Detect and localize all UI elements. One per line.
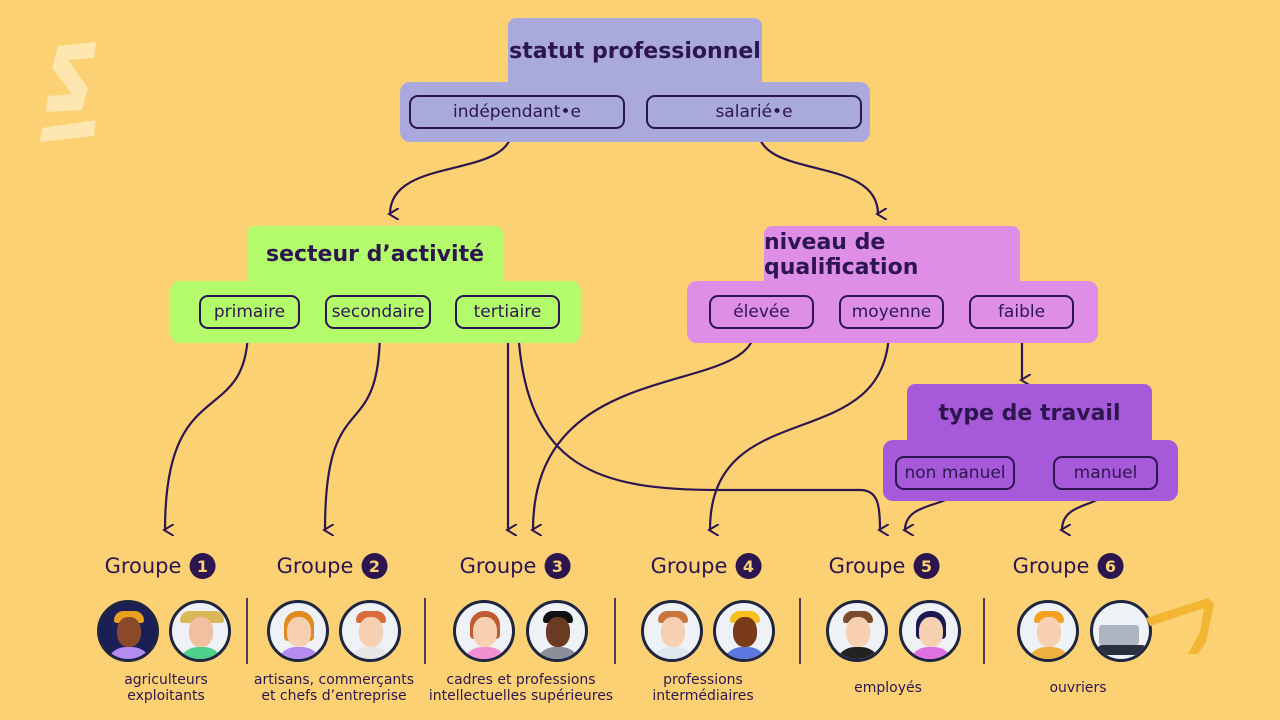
- type-title: type de travail: [907, 384, 1152, 442]
- avatar-employee-woman: [899, 600, 961, 662]
- avatar-farmer-woman: [97, 600, 159, 662]
- option-moyenne: moyenne: [839, 295, 944, 329]
- excavator-arm-icon: [1146, 598, 1214, 654]
- avatar-worker-man: [1017, 600, 1079, 662]
- option-elevee: élevée: [709, 295, 814, 329]
- secteur-title: secteur d’activité: [247, 226, 503, 283]
- option-tertiaire: tertiaire: [455, 295, 560, 329]
- option-non-manuel: non manuel: [895, 456, 1015, 490]
- option-primaire: primaire: [199, 295, 300, 329]
- group-5-description: employés: [854, 680, 922, 696]
- separator: [614, 598, 616, 664]
- separator: [799, 598, 801, 664]
- avatar-intermediate-woman: [713, 600, 775, 662]
- separator: [983, 598, 985, 664]
- avatar-doctor-woman: [453, 600, 515, 662]
- option-salarie: salarié•e: [646, 95, 862, 129]
- logo-icon: [40, 42, 96, 142]
- option-secondaire: secondaire: [325, 295, 431, 329]
- separator: [424, 598, 426, 664]
- option-manuel: manuel: [1053, 456, 1158, 490]
- avatar-artisan-woman: [267, 600, 329, 662]
- statut-title: statut professionnel: [508, 18, 762, 84]
- option-faible: faible: [969, 295, 1074, 329]
- separator: [246, 598, 248, 664]
- niveau-title: niveau de qualification: [764, 226, 1020, 283]
- avatar-employee-man: [826, 600, 888, 662]
- avatar-executive-man: [526, 600, 588, 662]
- avatar-artisan-man: [339, 600, 401, 662]
- avatar-excavator: [1090, 600, 1152, 662]
- option-independant: indépendant•e: [409, 95, 625, 129]
- group-6-description: ouvriers: [1049, 680, 1107, 696]
- avatar-farmer-man: [169, 600, 231, 662]
- avatar-intermediate-man: [641, 600, 703, 662]
